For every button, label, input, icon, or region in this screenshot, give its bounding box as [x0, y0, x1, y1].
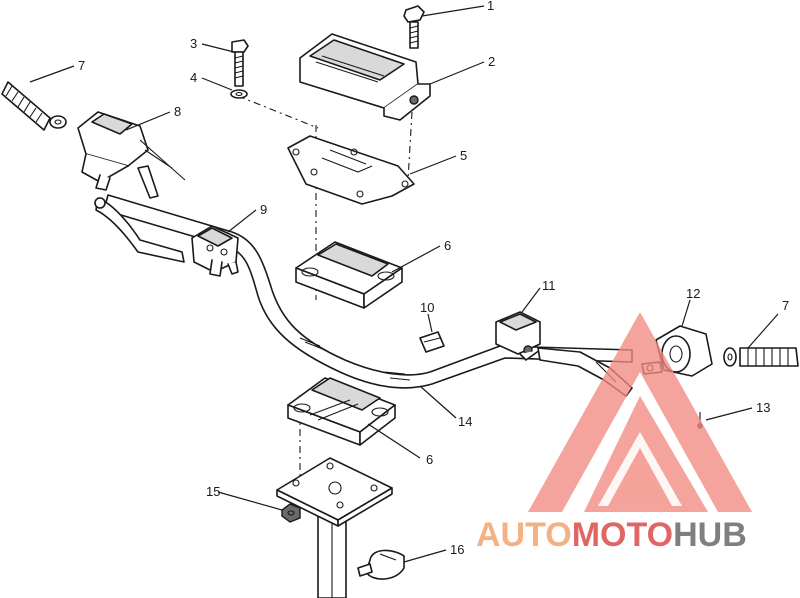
callout-7-left: 7	[78, 58, 85, 73]
watermark-logo: AUTOMOTOHUB	[476, 312, 752, 554]
post-clamp	[357, 549, 405, 580]
cable-bushing	[419, 331, 445, 353]
right-switch-housing	[495, 311, 541, 361]
washer	[230, 89, 248, 99]
leader-lines	[29, 5, 779, 563]
callout-12: 12	[686, 286, 700, 301]
watermark-moto: MOTO	[572, 516, 673, 554]
pad-bolt	[403, 5, 425, 49]
callout-13: 13	[756, 400, 770, 415]
callout-3: 3	[190, 36, 197, 51]
callout-1: 1	[487, 0, 494, 13]
callout-4: 4	[190, 70, 197, 85]
callout-6-lower: 6	[426, 452, 433, 467]
callout-11: 11	[542, 278, 556, 293]
watermark-text: AUTOMOTOHUB	[476, 516, 747, 554]
left-control-housing	[77, 111, 186, 199]
bolt-axis-right	[407, 111, 413, 181]
lower-handlebar-block	[287, 377, 396, 446]
watermark-hub: HUB	[673, 516, 747, 554]
handlebar-pad	[299, 33, 431, 121]
mounting-plate	[287, 135, 415, 205]
callout-16: 16	[450, 542, 464, 557]
left-grip	[1, 81, 67, 131]
left-brake-lever	[94, 197, 185, 263]
upper-handlebar-block	[295, 241, 403, 309]
callout-14: 14	[458, 414, 472, 429]
callout-labels: 1 2 3 4 5 6 6 7 7 8 9 10 11 12 13 14 15 …	[78, 0, 789, 557]
callout-15: 15	[206, 484, 220, 499]
bolt-axis-left	[237, 95, 319, 129]
watermark-triangle-icon	[528, 312, 752, 512]
callout-7-right: 7	[782, 298, 789, 313]
callout-9: 9	[260, 202, 267, 217]
callout-5: 5	[460, 148, 467, 163]
callout-2: 2	[488, 54, 495, 69]
right-grip	[723, 347, 799, 367]
post-nut	[281, 503, 301, 523]
steering-post-plate	[276, 457, 393, 527]
callout-6-upper: 6	[444, 238, 451, 253]
callout-8: 8	[174, 104, 181, 119]
watermark-auto: AUTO	[476, 516, 572, 554]
callout-10: 10	[420, 300, 434, 315]
master-cylinder	[191, 225, 239, 277]
clamp-bolt	[231, 39, 249, 87]
